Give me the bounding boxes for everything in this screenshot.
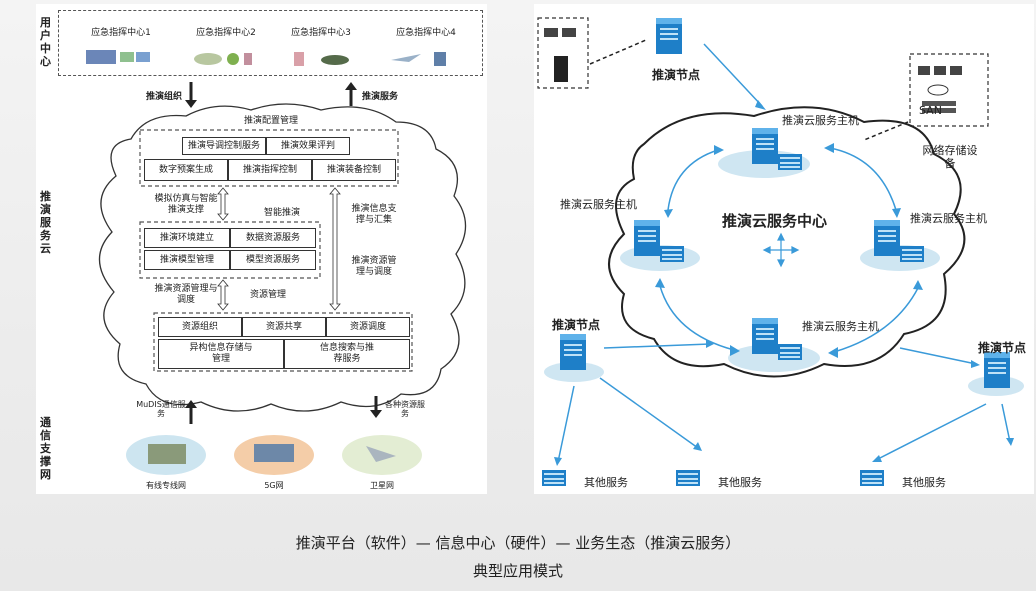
command-control-box: 推演指挥控制 [228,159,312,181]
architecture-panel: 用户中心 推演服务云 通信支撑网 应急指挥中心1 应急指挥中心2 应急指挥中心3… [36,4,487,494]
resource-schedule-box: 资源调度 [326,317,410,337]
san-label: SAN [919,104,942,117]
architecture-graphics [86,50,467,475]
resource-mgmt-left-label: 推演资源管理与调度 [154,284,218,305]
control-service-box: 推演导调控制服务 [182,137,266,155]
host-left-label: 推演云服务主机 [560,198,637,211]
satellite-network-label: 卫星网 [370,481,394,490]
right-node-server [984,352,1010,388]
config-mgmt-label: 推演配置管理 [243,116,298,126]
host-bottom-server [752,318,778,354]
equipment-control-box: 推演装备控制 [312,159,396,181]
center-2-label: 应急指挥中心2 [196,28,256,38]
info-search-box: 信息搜索与推荐服务 [284,339,410,369]
right-node-label: 推演节点 [978,341,1027,355]
resource-org-box: 资源组织 [158,317,242,337]
top-node-label: 推演节点 [652,68,701,82]
figure-subcaption: 典型应用模式 [472,562,563,580]
other-service-2-label: 其他服务 [718,476,762,489]
model-mgmt-box: 推演模型管理 [144,250,230,270]
mudis-label: MuDIS通信服务 [136,400,186,418]
env-setup-box: 推演环境建立 [144,228,230,248]
data-resource-box: 数据资源服务 [230,228,316,248]
host-left-server [634,220,660,256]
host-top-label: 推演云服务主机 [782,114,859,127]
other-service-2-icon [676,470,700,486]
center-1-label: 应急指挥中心1 [91,28,151,38]
deduction-service-label: 推演服务 [362,92,399,102]
host-right-label: 推演云服务主机 [910,212,987,225]
cloud-label: 推演服务云 [40,190,51,255]
left-node-label: 推演节点 [552,318,601,332]
center-2-icon [194,53,252,65]
wired-network-label: 有线专线网 [146,481,186,490]
other-service-3-icon [860,470,884,486]
deduction-org-label: 推演组织 [146,92,183,102]
top-node-server [656,18,682,54]
center-4-label: 应急指挥中心4 [396,28,456,38]
user-center-label: 用户中心 [40,16,51,68]
cloud-service-panel: 推演节点 SAN 网络存储设备 推演云服务主机 推演云服务主机 推演云服务主机 … [534,4,1034,494]
host-right-server [874,220,900,256]
resource-share-box: 资源共享 [242,317,326,337]
service-center-cloud [608,106,966,378]
service-cloud-outline [98,103,467,412]
digital-plan-box: 数字预案生成 [144,159,228,181]
network-label: 通信支撑网 [40,416,51,481]
smart-deduction-label: 智能推演 [263,208,300,218]
center-3-label: 应急指挥中心3 [291,28,351,38]
storage-label: 网络存储设备 [922,144,978,170]
left-node-server [560,334,586,370]
model-resource-box: 模型资源服务 [230,250,316,270]
user-center-box [58,10,483,76]
figure-caption: 推演平台（软件）— 信息中心（硬件）— 业务生态（推演云服务） [295,534,741,552]
resource-ops-label: 推演资源管理与调度 [351,256,397,277]
center-4-icon [391,52,446,66]
other-service-1-label: 其他服务 [584,476,628,489]
various-resource-label: 各种资源服务 [385,400,425,418]
center-3-icon [294,52,349,66]
center-1-icon [86,50,150,64]
cloud-graphics [537,17,1024,486]
sim-support-label: 模拟仿真与智能推演支撑 [154,194,218,215]
service-center-title: 推演云服务中心 [722,212,828,230]
info-support-label: 推演信息支撑与汇集 [351,204,397,225]
hetero-storage-box: 异构信息存储与管理 [158,339,284,369]
host-bottom-label: 推演云服务主机 [802,320,879,333]
host-top-server [752,128,778,164]
5g-network-label: 5G网 [264,481,284,490]
resource-mgmt-label: 资源管理 [249,290,286,300]
other-service-1-icon [542,470,566,486]
other-service-3-label: 其他服务 [902,476,946,489]
effect-eval-box: 推演效果评判 [266,137,350,155]
